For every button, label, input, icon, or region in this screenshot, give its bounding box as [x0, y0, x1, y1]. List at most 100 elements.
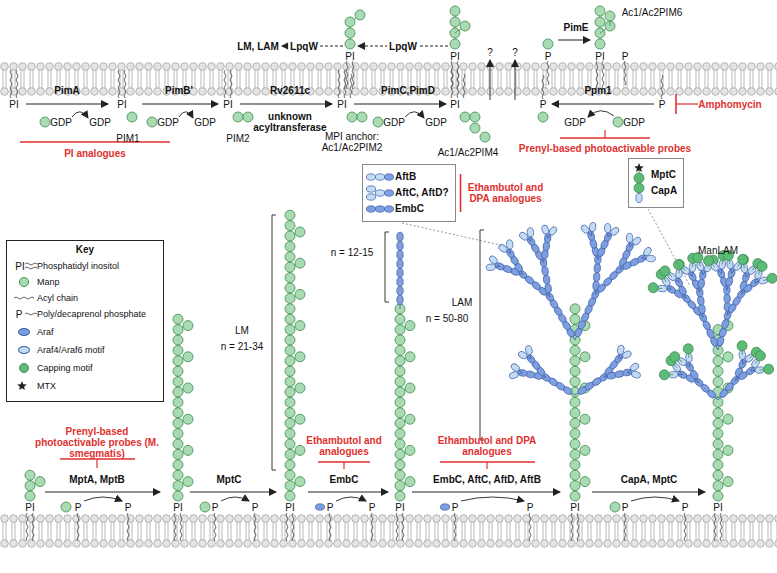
mannose-unit [285, 408, 295, 418]
mannose-unit [395, 460, 405, 470]
mannose-unit [405, 477, 415, 487]
mannose-unit [405, 352, 415, 362]
molecule-label: GDP [157, 117, 179, 128]
molecule-label: P [369, 502, 376, 513]
enzyme-label: PimC,PimD [381, 85, 435, 96]
mannose-unit [40, 117, 50, 127]
enzyme-label: Rv2611c [270, 85, 310, 96]
mannose-unit [764, 364, 774, 374]
molecule-label: LM [235, 325, 249, 336]
glycosidic-bond [546, 377, 575, 395]
arrow-line [412, 492, 560, 493]
mannose-unit [357, 112, 367, 122]
mannose-unit [295, 227, 305, 237]
arabinose-unit [631, 236, 642, 247]
acyl-chain [577, 513, 579, 541]
molecule-label: PI [395, 502, 404, 513]
mannose-unit [570, 491, 580, 501]
acyl-chain [174, 513, 176, 541]
key-heading: Key [7, 241, 163, 257]
mannose-unit [395, 377, 405, 387]
mannose-unit [173, 345, 183, 355]
mannose-unit [285, 397, 295, 407]
arabinose-unit [724, 294, 731, 303]
inhibition-bar [460, 174, 462, 212]
mannose-unit [173, 470, 183, 480]
mannose-unit [395, 314, 405, 324]
mannose-unit [713, 345, 723, 355]
mannose-unit [285, 335, 295, 345]
arabinose-unit [604, 223, 611, 232]
mannose-unit [670, 352, 680, 362]
arrow-line [552, 104, 654, 105]
mtx-star [634, 163, 644, 172]
mannose-unit [395, 397, 405, 407]
molecule-label: PI [570, 502, 579, 513]
mannose-unit [285, 283, 295, 293]
mannose-unit [660, 266, 670, 276]
mannose-unit [285, 366, 295, 376]
arabinose-unit [719, 327, 728, 338]
arabinose-unit [397, 232, 403, 241]
mannose-unit [395, 449, 405, 459]
acyl-chain [352, 61, 354, 89]
mannose-unit [285, 418, 295, 428]
curve [405, 112, 424, 118]
enzyme-label: EmbC, AftC, AftD, AftB [433, 474, 541, 485]
mannose-unit [713, 449, 723, 459]
arabinose-unit [366, 174, 375, 180]
acyl-chain [463, 74, 465, 98]
acyl-chain [684, 513, 686, 541]
mannose-unit [395, 429, 405, 439]
mannose-unit [25, 481, 35, 491]
arabinose-unit [397, 241, 403, 250]
mtx-star [17, 381, 27, 390]
molecule-label: ManLAM [698, 245, 738, 256]
mannose-unit [285, 460, 295, 470]
acyl-chain [451, 61, 453, 89]
mannose-unit [737, 341, 747, 351]
membrane-bilayer [0, 514, 777, 548]
acyl-chain [25, 267, 37, 269]
legend-text: Poly/decaprenol phosphate [37, 309, 146, 320]
molecule-label: ? [512, 47, 518, 58]
arabinose-unit [397, 277, 403, 286]
curve [336, 497, 366, 501]
arabinose-unit [366, 206, 375, 212]
mannose-unit [345, 28, 355, 38]
mannose-unit [713, 429, 723, 439]
molecule-label: ? [487, 47, 493, 58]
legend-text: Phosphatidyl inositol [37, 261, 119, 272]
mannose-unit [723, 445, 733, 455]
mannose-unit [285, 314, 295, 324]
molecule-label: PI [285, 502, 294, 513]
mannose-unit [713, 397, 723, 407]
arabinose-unit [397, 295, 403, 304]
mannose-unit [450, 6, 460, 16]
mannose-unit [713, 377, 723, 387]
molecule-label: P [622, 51, 629, 62]
mannose-unit [634, 183, 644, 193]
molecule-label: PIM1 [116, 133, 139, 144]
mannose-unit [395, 325, 405, 335]
acyl-chain [224, 70, 226, 98]
inset-box: MptCCapA [628, 158, 684, 208]
acyl-chain [571, 513, 573, 541]
curve [631, 497, 679, 501]
molecule-label: P [212, 502, 219, 513]
molecule-label: P [659, 99, 666, 110]
acyl-chain [454, 513, 456, 541]
mannose-unit [295, 258, 305, 268]
inhibitor-label: PI analogues [64, 148, 126, 159]
molecule-label: PI [595, 51, 604, 62]
arabinose-unit [721, 319, 730, 330]
enzyme-label: MptA, MptB [69, 474, 125, 485]
acyl-chain [329, 513, 331, 541]
mannose-unit [200, 502, 210, 512]
arrow-line [240, 104, 332, 105]
mannose-unit [570, 304, 580, 314]
molecule-label: PI [173, 502, 182, 513]
acyl-chain [624, 513, 626, 541]
acyl-chain [127, 513, 129, 541]
mannose-unit [373, 117, 383, 127]
